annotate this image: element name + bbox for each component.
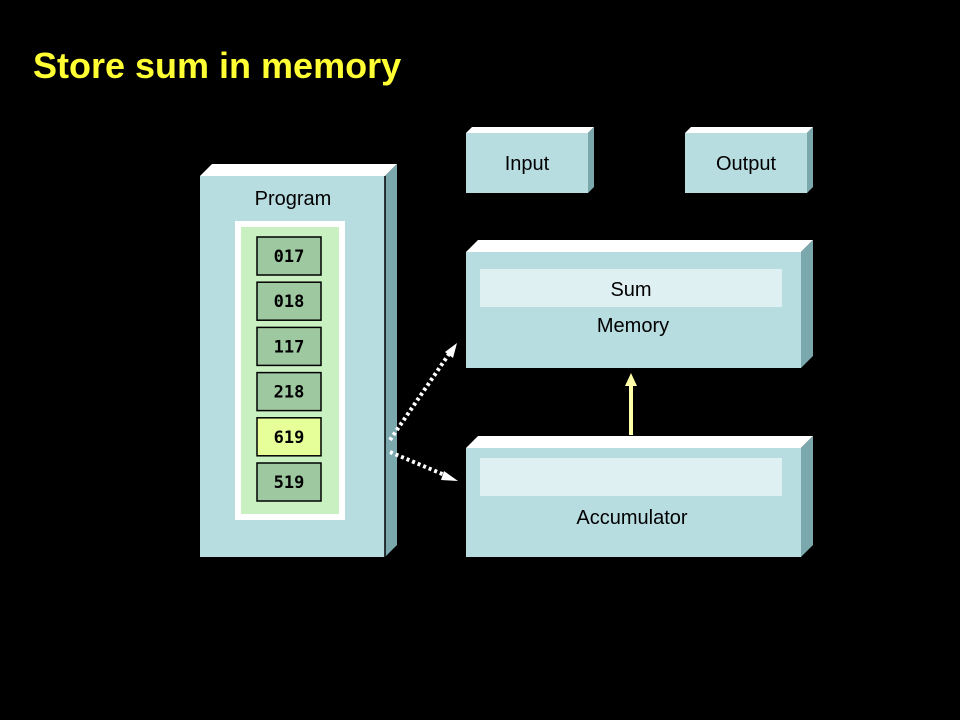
instruction-cell-bg xyxy=(256,281,322,321)
program-instructions: 017 018 117 218 619 519 xyxy=(256,236,322,502)
instruction-cell: 117 xyxy=(256,326,322,367)
input-box: Input xyxy=(466,127,594,193)
slide-title: Store sum in memory xyxy=(33,45,402,86)
instruction-code: 619 xyxy=(274,428,305,448)
program-to-memory-arrow xyxy=(388,343,457,442)
instruction-code: 117 xyxy=(274,337,305,357)
instruction-cell-bg xyxy=(256,371,322,412)
instruction-code: 017 xyxy=(274,247,305,267)
instruction-cell-bg xyxy=(256,236,322,276)
output-label: Output xyxy=(716,153,776,175)
input-label: Input xyxy=(505,153,550,175)
accumulator-slot xyxy=(480,458,782,496)
instruction-cell-bg xyxy=(256,462,322,502)
memory-slot xyxy=(480,269,782,307)
accumulator-label: Accumulator xyxy=(576,507,687,529)
memory-box: Sum Memory xyxy=(466,240,813,368)
instruction-cell: 218 xyxy=(256,371,322,412)
instruction-cell: 018 xyxy=(256,281,322,321)
memory-slot-label: Sum xyxy=(610,279,651,301)
instruction-code: 218 xyxy=(274,383,305,403)
accumulator-to-memory-arrow xyxy=(625,373,637,435)
memory-label: Memory xyxy=(597,315,669,337)
instruction-code: 018 xyxy=(274,292,305,312)
output-box: Output xyxy=(685,127,813,193)
program-label: Program xyxy=(255,188,332,210)
program-box: Program 017 018 117 218 619 519 xyxy=(200,164,397,557)
instruction-cell: 619 xyxy=(256,417,322,457)
program-to-accumulator-arrow xyxy=(389,450,458,481)
instruction-cell-bg xyxy=(256,326,322,367)
instruction-cell: 519 xyxy=(256,462,322,502)
active-instruction-cell-bg xyxy=(256,417,322,457)
accumulator-box: Accumulator xyxy=(466,436,813,557)
instruction-cell: 017 xyxy=(256,236,322,276)
instruction-code: 519 xyxy=(274,473,305,493)
